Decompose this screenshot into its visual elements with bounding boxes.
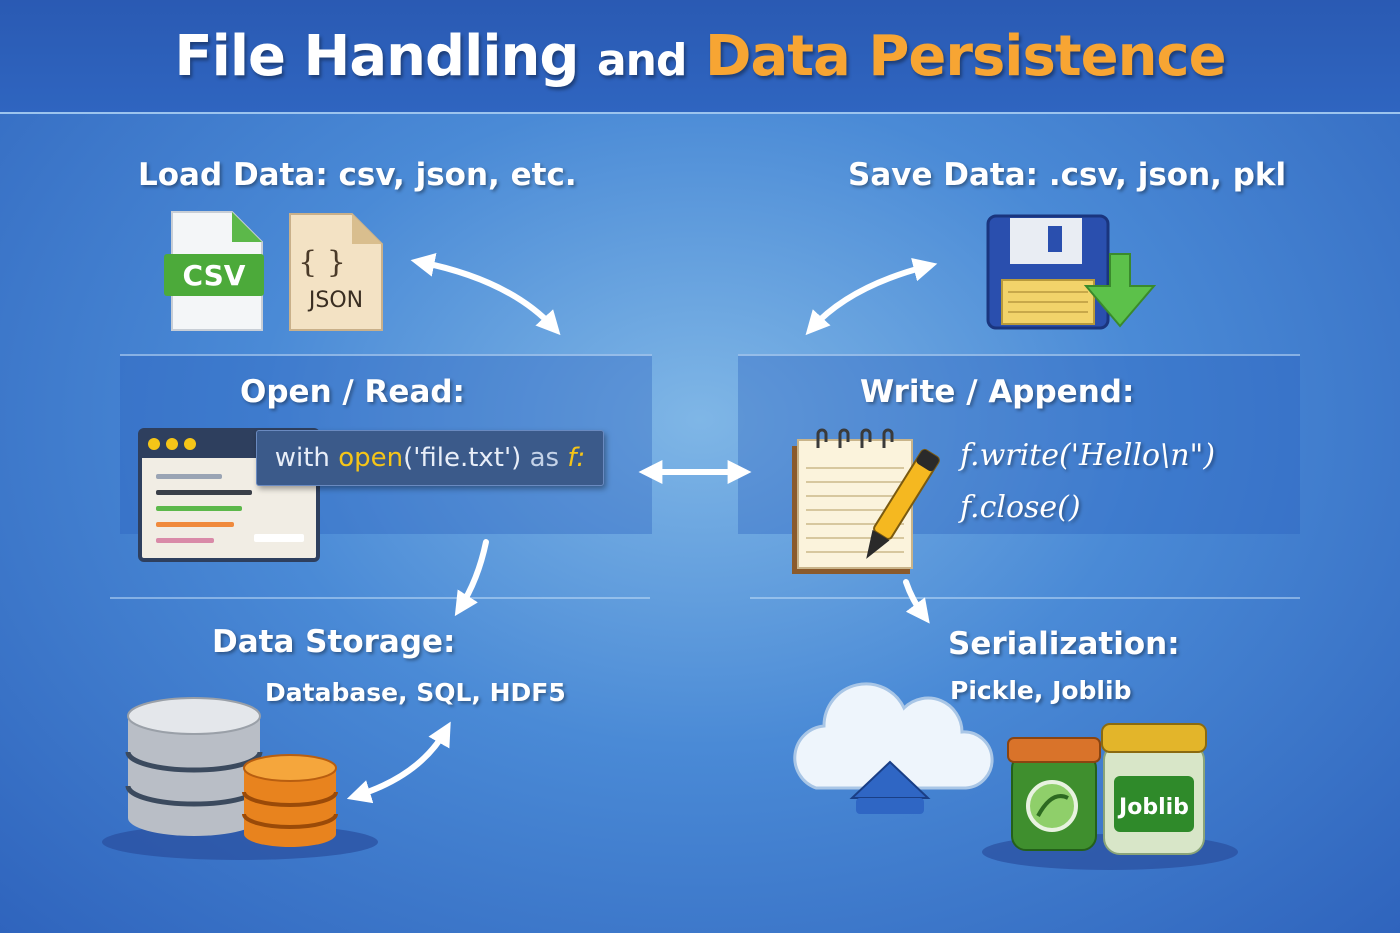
title-part-1: File Handling xyxy=(174,23,579,89)
lower-right-divider xyxy=(750,597,1300,599)
open-code-snippet: with open('file.txt') as f: xyxy=(256,430,604,486)
pickle-jar-icon xyxy=(1007,737,1101,851)
save-data-heading: Save Data: .csv, json, pkl xyxy=(848,157,1287,193)
title-part-2: and xyxy=(596,34,688,86)
arrow-open-to-storage xyxy=(454,539,489,617)
cloud-upload-icon xyxy=(793,682,994,814)
database-icon xyxy=(102,697,378,860)
title-bar: File Handling and Data Persistence xyxy=(0,0,1400,114)
arrow-write-to-serialization xyxy=(903,579,930,624)
write-code-line-1: f.write('Hello\n") xyxy=(960,438,1216,473)
load-data-heading: Load Data: csv, json, etc. xyxy=(138,157,577,193)
json-braces: { } xyxy=(298,245,346,280)
notepad-pen-icon xyxy=(792,428,940,574)
data-storage-sub: Database, SQL, HDF5 xyxy=(265,678,566,707)
json-label: JSON xyxy=(307,288,363,313)
floppy-disk-icon xyxy=(986,214,1157,330)
code-variable: f: xyxy=(567,443,586,473)
pickle-joblib-jars-icon: Joblib xyxy=(982,723,1238,870)
code-function-open: open xyxy=(338,443,404,473)
csv-file-icon: CSV xyxy=(164,211,264,331)
code-argument: ('file.txt') xyxy=(403,443,522,473)
data-storage-heading: Data Storage: xyxy=(212,624,456,660)
lower-left-divider xyxy=(110,597,650,599)
arrow-save-to-write xyxy=(805,257,938,336)
serialization-heading: Serialization: xyxy=(948,626,1180,662)
write-append-heading: Write / Append: xyxy=(860,374,1135,410)
serialization-sub: Pickle, Joblib xyxy=(950,676,1132,705)
code-keyword-with: with xyxy=(274,443,330,473)
arrow-storage-database xyxy=(346,721,451,804)
json-file-icon: { } JSON xyxy=(289,213,383,331)
joblib-label: Joblib xyxy=(1117,795,1189,820)
arrow-load-to-open xyxy=(410,253,561,336)
open-read-heading: Open / Read: xyxy=(240,374,465,410)
csv-label: CSV xyxy=(183,259,246,292)
page-title: File Handling and Data Persistence xyxy=(174,23,1227,89)
joblib-jar-icon: Joblib xyxy=(1101,723,1207,855)
title-part-3: Data Persistence xyxy=(704,23,1227,89)
write-code-line-2: f.close() xyxy=(960,490,1081,525)
code-keyword-as: as xyxy=(529,443,560,473)
